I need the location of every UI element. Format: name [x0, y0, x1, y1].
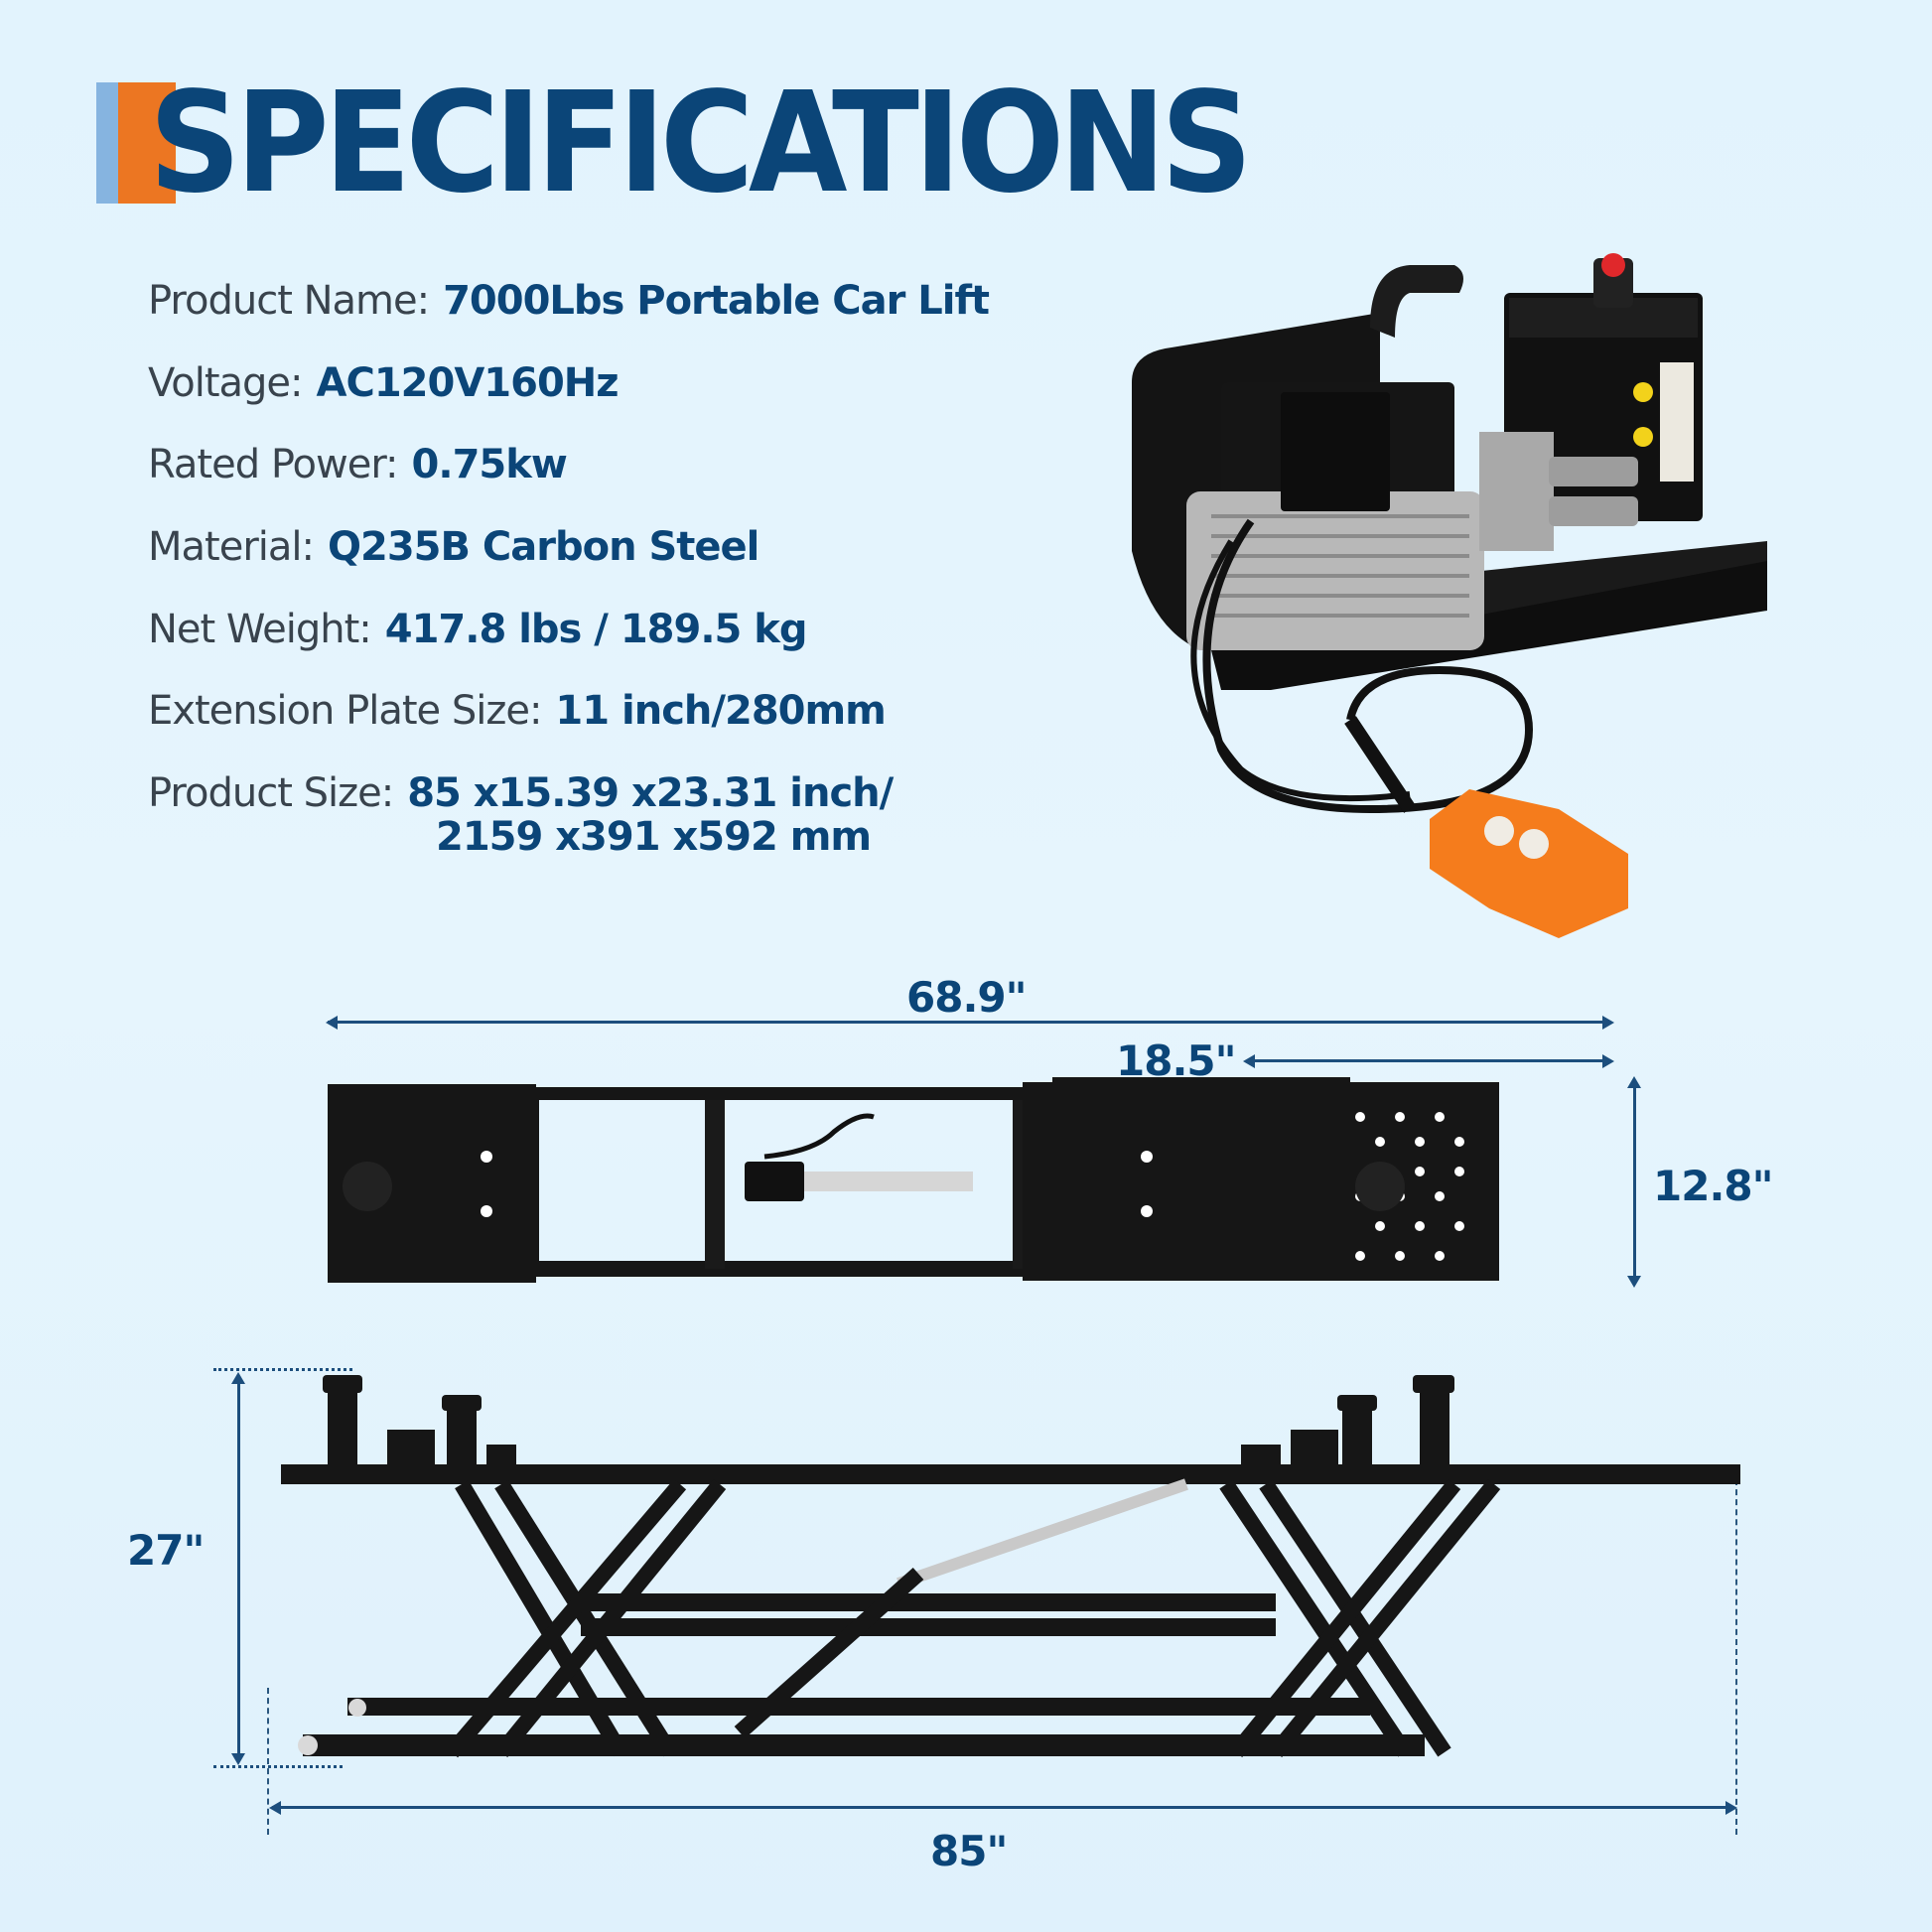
spec-label: Extension Plate Size:	[148, 688, 542, 734]
spec-row-material: Material: Q235B Carbon Steel	[148, 520, 759, 573]
lift-side-view-image	[281, 1375, 1740, 1758]
arrow-left-icon	[326, 1016, 338, 1030]
arrow-up-icon	[231, 1372, 245, 1384]
spec-label: Product Size:	[148, 770, 394, 816]
spec-row-extension-plate: Extension Plate Size: 11 inch/280mm	[148, 684, 887, 737]
spec-value: AC120V160Hz	[316, 360, 620, 406]
spec-label: Voltage:	[148, 360, 304, 406]
spec-label: Net Weight:	[148, 607, 372, 652]
spec-label: Rated Power:	[148, 442, 399, 487]
dim-side-height-line	[237, 1378, 240, 1757]
spec-row-product-size: Product Size: 85 x15.39 x23.31 inch/	[148, 766, 894, 819]
spec-row-net-weight: Net Weight: 417.8 lbs / 189.5 kg	[148, 603, 808, 655]
page-title: SPECIFICATIONS	[149, 63, 1253, 224]
spec-value-line2: 2159 x391 x592 mm	[436, 814, 872, 860]
dim-height-guide-top	[213, 1368, 352, 1371]
spec-row-rated-power: Rated Power: 0.75kw	[148, 438, 568, 490]
title-accent-blue	[96, 82, 118, 204]
spec-row-voltage: Voltage: AC120V160Hz	[148, 356, 620, 409]
arrow-right-icon	[1725, 1801, 1737, 1815]
dim-length-guide-left	[267, 1688, 269, 1835]
dim-top-length: 68.9"	[906, 973, 1028, 1022]
dim-length-guide-right	[1735, 1469, 1737, 1835]
arrow-down-icon	[231, 1753, 245, 1765]
arrow-down-icon	[1627, 1276, 1641, 1288]
spec-value: 85 x15.39 x23.31 inch/	[407, 770, 894, 816]
dim-top-length-line	[328, 1021, 1610, 1024]
spec-value: 0.75kw	[411, 442, 568, 487]
spec-value: 11 inch/280mm	[555, 688, 886, 734]
dim-side-length: 85"	[930, 1827, 1008, 1875]
pump-unit-image	[1132, 253, 1767, 938]
dim-side-height: 27"	[127, 1526, 205, 1575]
spec-value: 7000Lbs Portable Car Lift	[443, 278, 990, 324]
dim-top-width-line	[1633, 1080, 1636, 1284]
arrow-right-icon	[1602, 1054, 1614, 1068]
spec-row-product-name: Product Name: 7000Lbs Portable Car Lift	[148, 274, 990, 327]
arrow-left-icon	[269, 1801, 281, 1815]
title-accent-orange	[118, 82, 176, 204]
arrow-left-icon	[1243, 1054, 1255, 1068]
arrow-right-icon	[1602, 1016, 1614, 1030]
lift-top-view-image	[328, 1077, 1499, 1283]
dim-side-length-line	[272, 1806, 1733, 1809]
spec-value: Q235B Carbon Steel	[327, 524, 759, 570]
spec-label: Material:	[148, 524, 315, 570]
dim-height-guide-bottom	[213, 1765, 343, 1768]
spec-label: Product Name:	[148, 278, 430, 324]
dim-extension-length: 18.5"	[1116, 1036, 1237, 1085]
spec-value: 417.8 lbs / 189.5 kg	[384, 607, 808, 652]
arrow-up-icon	[1627, 1076, 1641, 1088]
dim-extension-line	[1247, 1059, 1610, 1062]
dim-top-width: 12.8"	[1653, 1162, 1774, 1210]
